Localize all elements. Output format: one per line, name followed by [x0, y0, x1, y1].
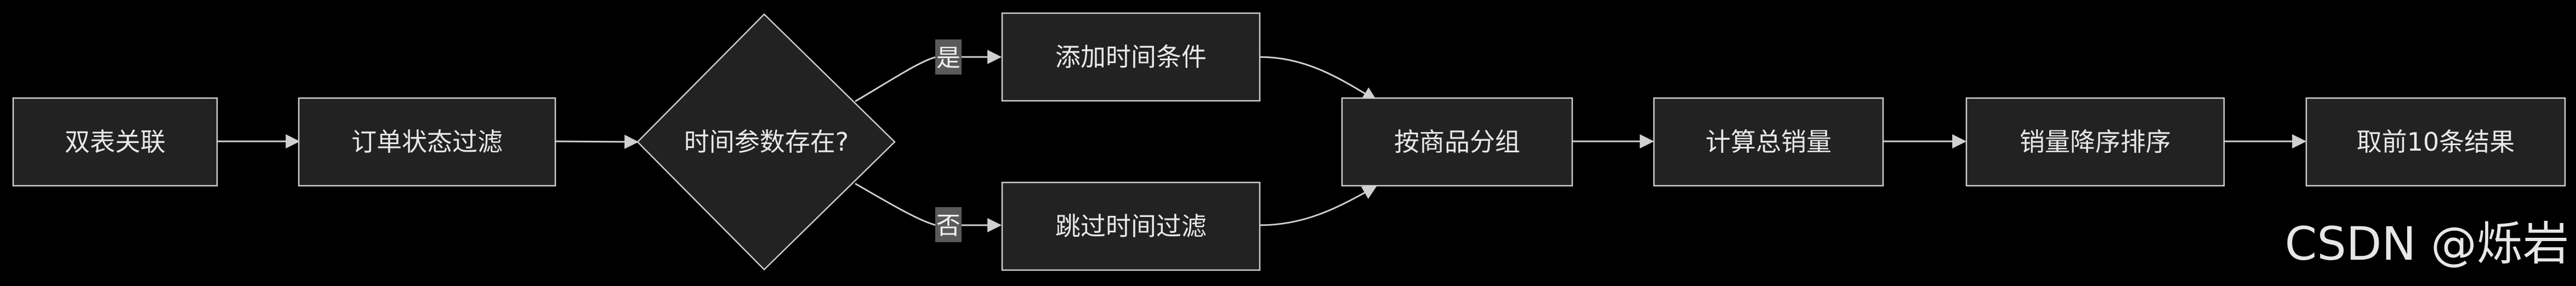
- edge-skip-time-to-group: [1259, 185, 1377, 226]
- edge-add-time-to-group: [1259, 56, 1377, 101]
- node-calc-total-sales: 计算总销量: [1653, 97, 1884, 187]
- edge-filter-to-decision: [555, 134, 639, 149]
- edge-label-no: 否: [935, 207, 962, 242]
- node-add-time-condition: 添加时间条件: [1001, 12, 1261, 102]
- node-group-by-product: 按商品分组: [1341, 97, 1573, 187]
- node-join-tables-label: 双表关联: [65, 127, 166, 157]
- node-skip-time-filter-label: 跳过时间过滤: [1055, 211, 1207, 241]
- node-filter-order-status-label: 订单状态过滤: [351, 127, 503, 157]
- node-sort-sales-desc-label: 销量降序排序: [2020, 127, 2171, 157]
- edge-decision-yes: [855, 50, 1002, 102]
- node-time-param-decision-label: 时间参数存在?: [684, 127, 849, 157]
- node-time-param-decision: 时间参数存在?: [636, 13, 896, 271]
- node-group-by-product-label: 按商品分组: [1394, 127, 1520, 157]
- node-join-tables: 双表关联: [12, 97, 218, 187]
- node-filter-order-status: 订单状态过滤: [298, 97, 556, 187]
- edge-label-yes-text: 是: [936, 44, 960, 72]
- node-take-top-10: 取前10条结果: [2305, 97, 2566, 187]
- node-calc-total-sales-label: 计算总销量: [1705, 127, 1832, 157]
- node-add-time-condition-label: 添加时间条件: [1055, 42, 1207, 72]
- node-take-top-10-label: 取前10条结果: [2357, 127, 2515, 157]
- csdn-watermark: CSDN @烁岩: [2285, 217, 2569, 271]
- edge-decision-no: [855, 182, 1002, 232]
- edge-label-no-text: 否: [936, 212, 960, 240]
- edge-label-yes: 是: [935, 39, 962, 75]
- node-sort-sales-desc: 销量降序排序: [1965, 97, 2225, 187]
- node-skip-time-filter: 跳过时间过滤: [1001, 181, 1261, 271]
